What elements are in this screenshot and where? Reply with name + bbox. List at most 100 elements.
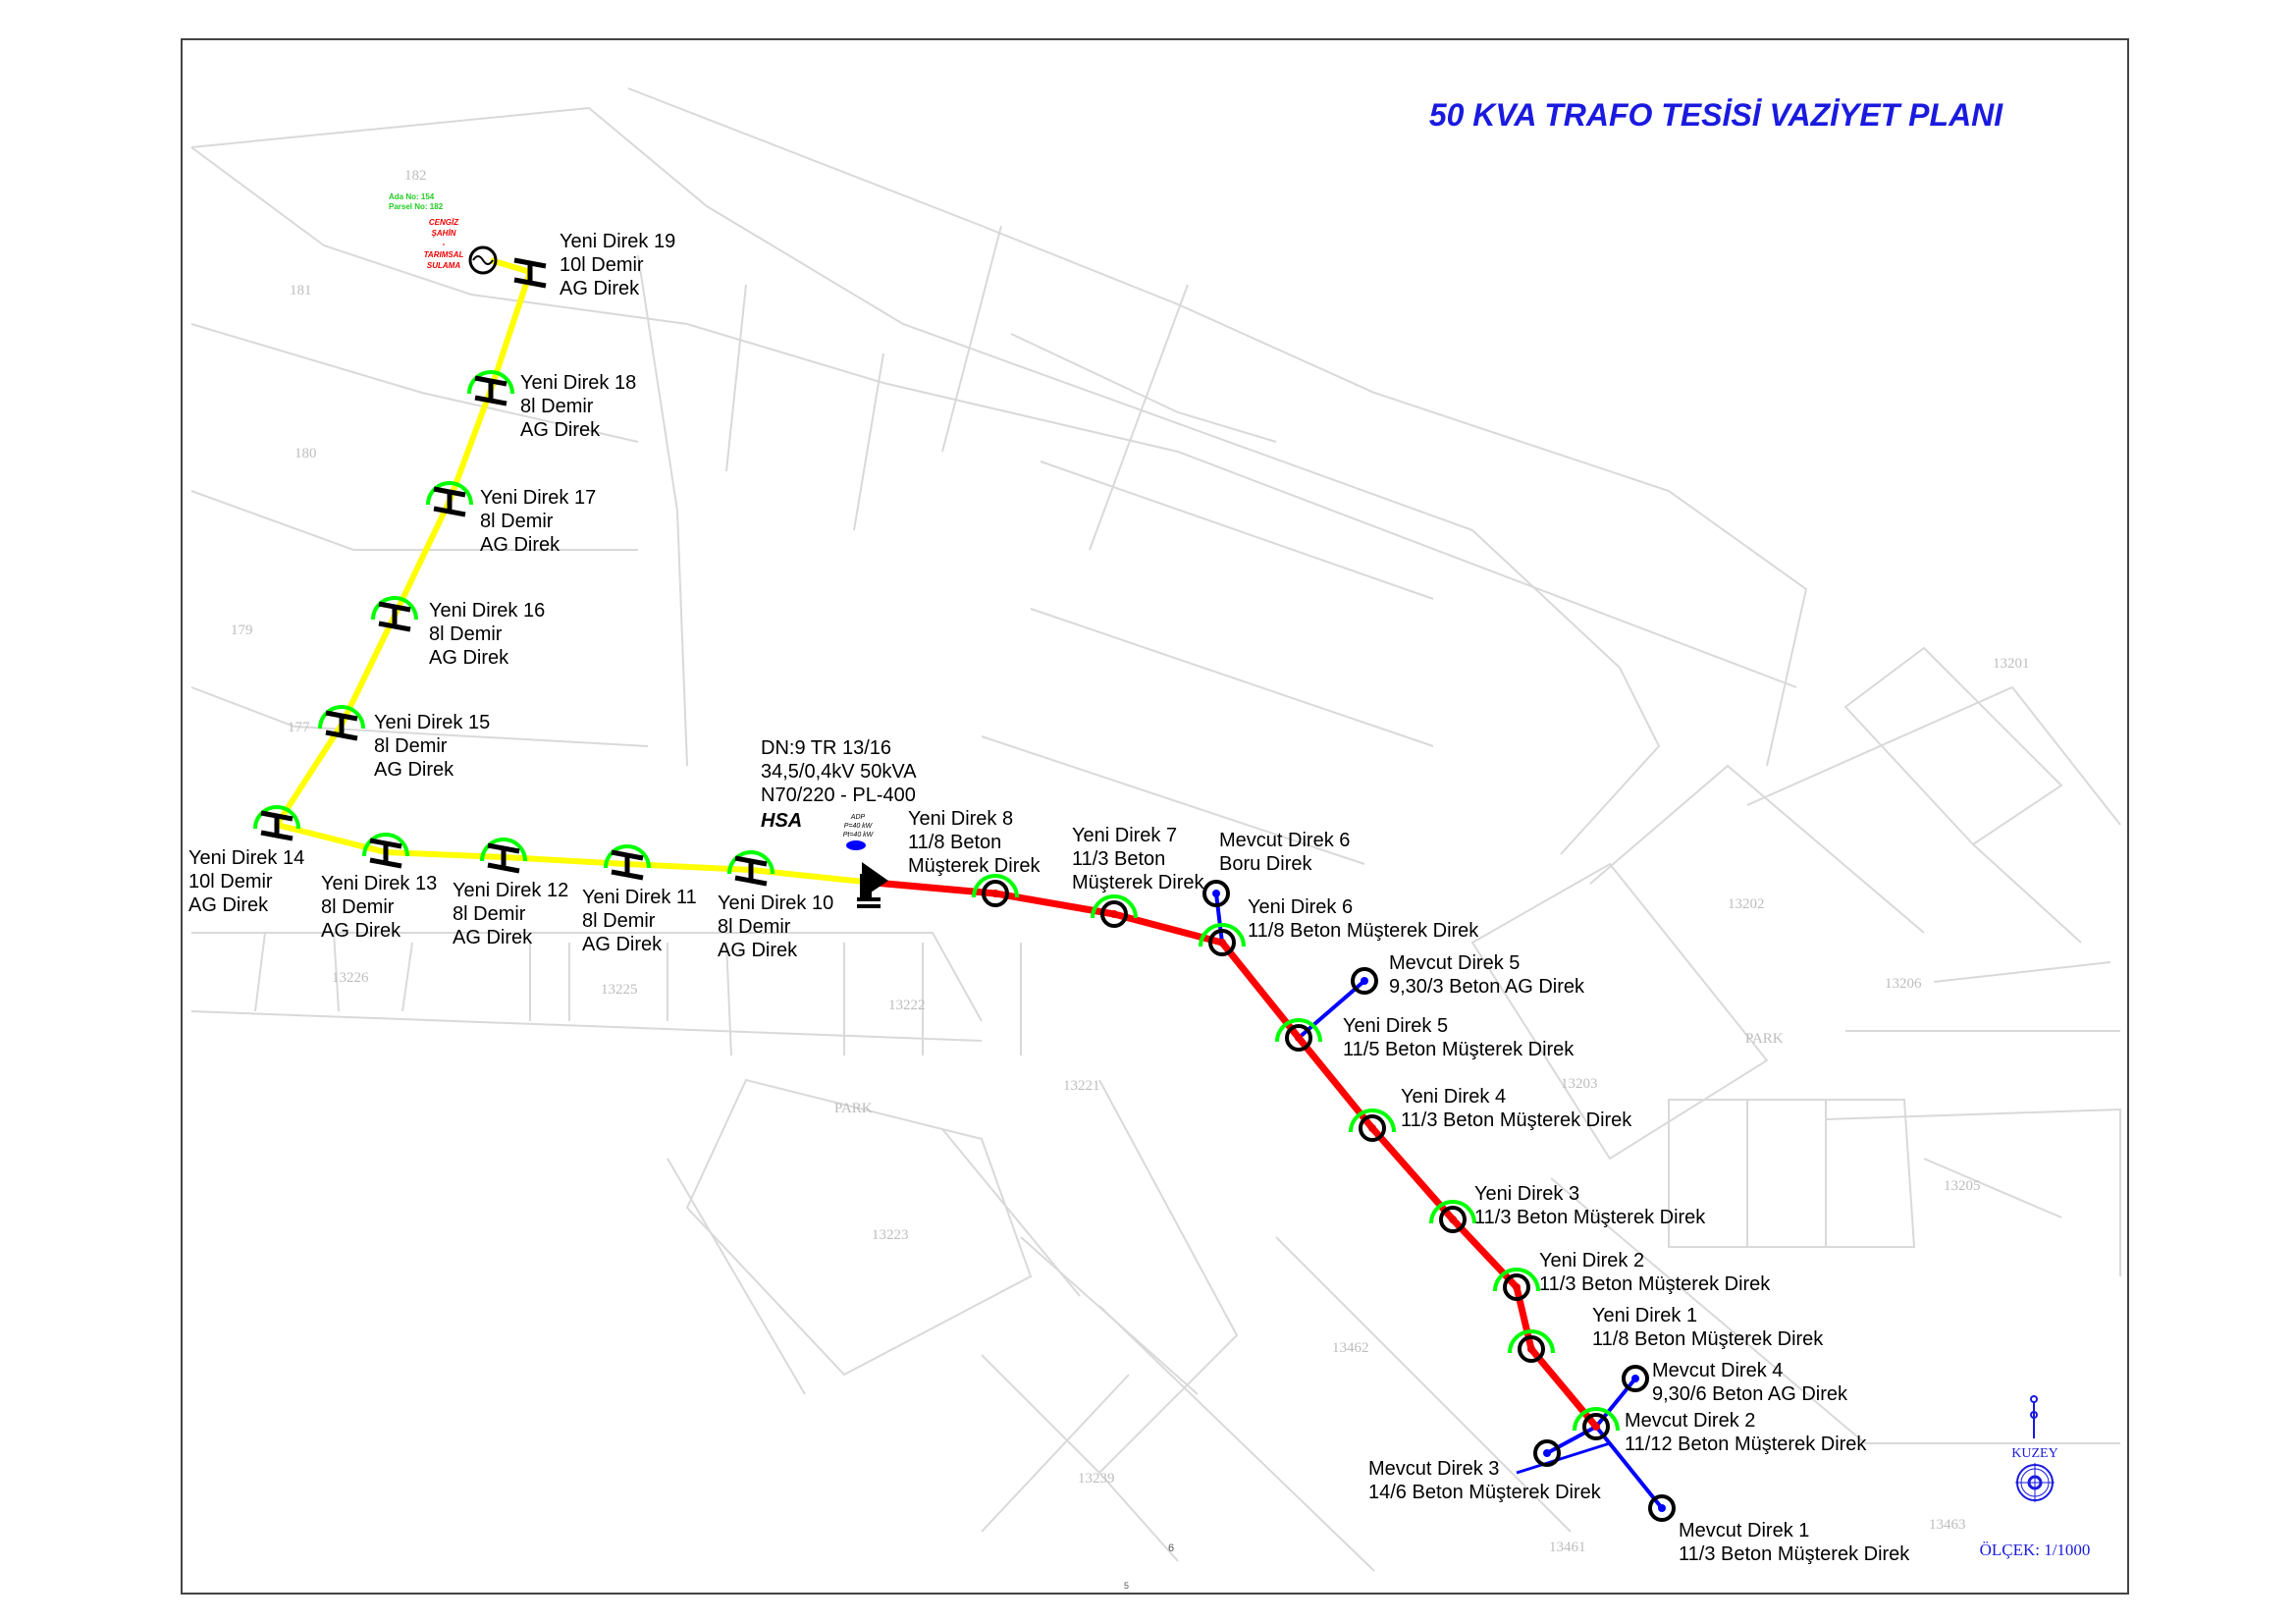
adp-installed-power: Pt=40 kW	[843, 832, 875, 839]
pole-center-icon	[1295, 1034, 1303, 1042]
pole-mevcut-direk-4[interactable]	[1622, 1365, 1649, 1392]
pole-mevcut-direk-3[interactable]	[1533, 1439, 1561, 1467]
parcel-number: 13463	[1929, 1517, 1966, 1533]
pole-yeni-direk-14[interactable]	[253, 805, 300, 841]
transformer-line-3: N70/220 - PL-400	[761, 784, 916, 806]
pole-spec: 11/3 Beton	[1072, 848, 1165, 870]
pole-name: Yeni Direk 5	[1343, 1015, 1448, 1037]
pole-name: Mevcut Direk 4	[1652, 1360, 1783, 1381]
pole-yeni-direk-11[interactable]	[604, 844, 651, 881]
pole-yeni-direk-7[interactable]	[1091, 894, 1138, 928]
page-number-6: 6	[1168, 1542, 1174, 1554]
pole-mevcut-direk-2[interactable]	[1573, 1407, 1620, 1440]
pole-yeni-direk-15[interactable]	[318, 705, 365, 741]
parcel-number: 13221	[1063, 1078, 1100, 1094]
irrigation-pump-symbol	[468, 245, 498, 275]
pole-yeni-direk-18[interactable]	[467, 370, 514, 406]
existing-line-6	[1214, 893, 1224, 944]
parcel-number: 13226	[332, 970, 369, 986]
pole-yeni-direk-6[interactable]	[1199, 923, 1246, 956]
pole-yeni-direk-16[interactable]	[371, 596, 418, 632]
pole-type: AG Direk	[480, 534, 561, 556]
existing-line-3	[1546, 1425, 1597, 1455]
iron-pole-icon	[487, 842, 520, 874]
new-pole-arc	[1429, 1200, 1476, 1224]
pole-mevcut-direk-5[interactable]	[1351, 967, 1378, 995]
pole-name: Yeni Direk 11	[582, 887, 697, 908]
iron-pole-icon	[474, 375, 507, 406]
concrete-pole-icon	[1359, 1114, 1386, 1142]
pole-spec: 11/3 Beton Müşterek Direk	[1474, 1207, 1706, 1228]
pole-name: Yeni Direk 2	[1539, 1250, 1644, 1271]
pole-spec: 11/8 Beton Müşterek Direk	[1248, 920, 1479, 942]
parcel-grid	[190, 87, 2121, 1572]
pole-mevcut-direk-6[interactable]	[1202, 880, 1230, 907]
pole-name: Yeni Direk 1	[1592, 1305, 1697, 1326]
pole-spec: 8l Demir	[321, 896, 395, 918]
transformer-line-1: DN:9 TR 13/16	[761, 737, 891, 759]
parcel-number: 13202	[1728, 896, 1765, 912]
parcel-number: 13462	[1332, 1340, 1369, 1356]
pole-name: Mevcut Direk 1	[1679, 1520, 1809, 1542]
parcel-number: PARK	[834, 1101, 873, 1116]
pole-name: Mevcut Direk 6	[1219, 830, 1350, 851]
pole-yeni-direk-8[interactable]	[972, 874, 1019, 907]
parcel-number: 180	[294, 446, 317, 461]
existing-line-5	[1297, 979, 1366, 1040]
pole-spec: 14/6 Beton Müşterek Direk	[1368, 1482, 1602, 1503]
pole-spec: 8l Demir	[453, 903, 526, 925]
page-number-5: 5	[1124, 1581, 1129, 1591]
new-pole-arc	[1508, 1329, 1555, 1354]
parcel-number: 13225	[601, 982, 638, 998]
new-pole-arc	[604, 844, 651, 869]
pole-yeni-direk-3[interactable]	[1429, 1200, 1476, 1233]
new-pole-arc	[1493, 1268, 1540, 1292]
pole-name: Yeni Direk 12	[453, 880, 568, 901]
pole-name: Mevcut Direk 3	[1368, 1458, 1499, 1480]
iron-pole-icon	[734, 855, 768, 887]
pole-center-icon	[1368, 1124, 1376, 1132]
pole-yeni-direk-13[interactable]	[362, 833, 409, 869]
pole-center-icon	[991, 890, 999, 897]
pole-spec: 11/3 Beton Müşterek Direk	[1539, 1273, 1771, 1295]
pole-yeni-direk-4[interactable]	[1349, 1109, 1396, 1142]
new-pole-arc	[480, 838, 527, 862]
new-pole-arc	[253, 805, 300, 830]
new-pole-arc	[426, 481, 473, 506]
pole-spec: 11/5 Beton Müşterek Direk	[1343, 1039, 1575, 1060]
concrete-pole-icon	[1202, 880, 1230, 907]
concrete-pole-icon	[1100, 900, 1128, 928]
existing-line-branch	[1516, 1441, 1611, 1475]
pole-yeni-direk-2[interactable]	[1493, 1268, 1540, 1301]
owner-name-1: CENGİZ	[429, 218, 459, 227]
parcel-number: 13239	[1078, 1471, 1115, 1487]
new-pole-arc	[371, 596, 418, 621]
new-pole-arc	[727, 850, 774, 875]
parcel-number: 13461	[1549, 1540, 1586, 1555]
pole-spec: 9,30/3 Beton AG Direk	[1389, 976, 1585, 998]
transformer-symbol	[846, 840, 888, 908]
north-label: KUZEY	[2011, 1446, 2057, 1461]
pole-yeni-direk-12[interactable]	[480, 838, 527, 874]
new-pole-arc	[1275, 1018, 1322, 1043]
owner-dash: -	[443, 240, 446, 248]
pole-yeni-direk-5[interactable]	[1275, 1018, 1322, 1052]
pole-yeni-direk-17[interactable]	[426, 481, 473, 517]
pole-name: Yeni Direk 7	[1072, 825, 1177, 846]
new-pole-arc	[1349, 1109, 1396, 1133]
concrete-pole-icon	[1533, 1439, 1561, 1467]
pole-yeni-direk-1[interactable]	[1508, 1329, 1555, 1363]
parcel-number: 181	[290, 283, 312, 298]
pole-yeni-direk-19[interactable]	[513, 257, 547, 289]
pole-spec: 11/3 Beton Müşterek Direk	[1401, 1109, 1632, 1131]
pole-center-icon	[1218, 939, 1226, 947]
pole-center-icon	[1592, 1423, 1600, 1431]
owner-name-2: ŞAHİN	[432, 229, 456, 238]
pole-spec: 11/12 Beton Müşterek Direk	[1625, 1434, 1867, 1455]
pole-name: Yeni Direk 4	[1401, 1086, 1506, 1108]
pole-yeni-direk-10[interactable]	[727, 850, 774, 887]
pole-spec: 8l Demir	[429, 623, 503, 645]
scale-label: ÖLÇEK: 1/1000	[1980, 1541, 2091, 1559]
pole-mevcut-direk-1[interactable]	[1648, 1494, 1676, 1522]
